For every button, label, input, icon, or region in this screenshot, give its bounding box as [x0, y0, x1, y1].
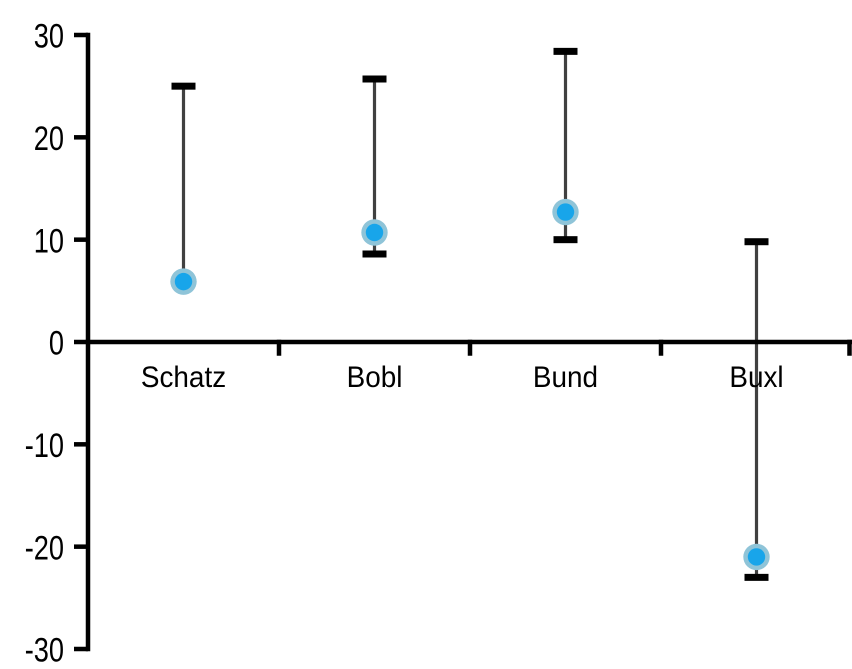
- category-label-bund: Bund: [533, 361, 598, 394]
- y-axis-tick-0: [74, 339, 88, 345]
- marker-dot-bund: [556, 203, 575, 221]
- x-axis-tick-1: [276, 339, 282, 356]
- category-label-schatz: Schatz: [141, 361, 226, 394]
- y-axis-tick-10: [74, 237, 88, 242]
- marker-dot-schatz: [174, 272, 193, 291]
- y-axis-tick-label--20: -20: [25, 528, 64, 567]
- y-axis-tick-label-20: 20: [34, 119, 64, 158]
- whisker-cap-high-bund: [553, 47, 578, 55]
- x-axis-tick-3: [658, 339, 664, 356]
- marker-dot-buxl: [747, 548, 766, 566]
- y-axis-tick-label-10: 10: [34, 221, 64, 260]
- y-axis-tick-30: [74, 32, 88, 38]
- whisker-cap-low-bund: [553, 236, 578, 244]
- y-axis-tick--20: [74, 544, 88, 549]
- category-label-bobl: Bobl: [347, 361, 403, 394]
- x-axis-tick-2: [467, 339, 473, 356]
- y-axis-tick-label--10: -10: [25, 426, 64, 465]
- y-axis-tick-label--30: -30: [25, 631, 64, 669]
- whisker-cap-high-buxl: [744, 238, 769, 246]
- marker-dot-bobl: [365, 223, 384, 242]
- whisker-cap-high-bobl: [362, 75, 387, 83]
- whisker-cap-high-schatz: [171, 82, 196, 90]
- y-axis-tick-label-30: 30: [34, 17, 64, 56]
- x-axis-tick-4: [847, 339, 852, 356]
- y-axis-tick--10: [74, 442, 88, 447]
- y-axis-tick--30: [74, 646, 88, 652]
- whisker-cap-low-buxl: [744, 573, 769, 581]
- category-label-buxl: Buxl: [729, 361, 783, 394]
- y-axis-tick-20: [74, 135, 88, 140]
- whisker-cap-low-bobl: [362, 250, 387, 258]
- y-axis-tick-label-0: 0: [49, 324, 64, 363]
